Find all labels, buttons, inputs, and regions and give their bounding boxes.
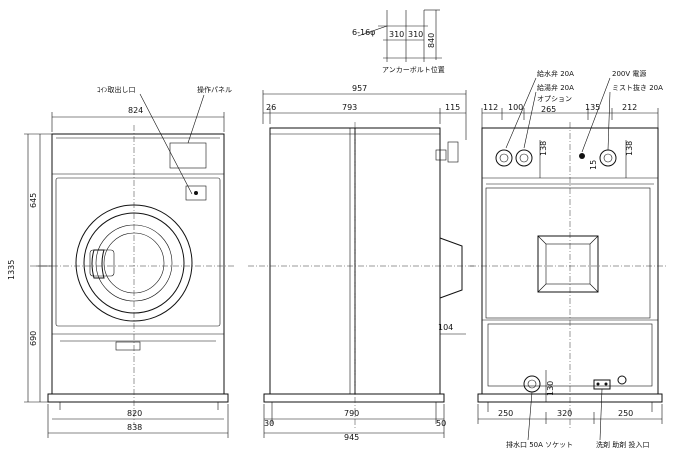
side-view: 957 26 793 115 104 30 790 50 945 — [248, 84, 476, 442]
side-base-right: 50 — [436, 419, 446, 428]
front-height-total: 1335 — [7, 260, 16, 280]
side-depth-total: 957 — [352, 84, 367, 93]
rear-width-135: 135 — [585, 103, 600, 112]
water-supply-label: 給水弁 20A — [537, 69, 574, 78]
anchor-bolt-detail: 6-16φ 310 310 840 アンカーボルト位置 — [352, 9, 445, 74]
front-height-upper: 645 — [29, 193, 38, 208]
rear-width-212: 212 — [622, 103, 637, 112]
side-height-bottom: 104 — [438, 323, 453, 332]
rear-view: 給水弁 20A 給湯弁 20A オプション 200V 電源 ミスト抜き 20A … — [470, 69, 668, 449]
side-base-left: 30 — [264, 419, 274, 428]
anchor-dim-310-left: 310 — [389, 30, 404, 39]
anchor-dim-310-right: 310 — [408, 30, 423, 39]
mist-vent-label: ミスト抜き 20A — [612, 83, 663, 92]
rear-height-130: 130 — [546, 381, 555, 396]
rear-width-112: 112 — [483, 103, 498, 112]
detergent-inlet-label: 洗剤 助剤 投入口 — [596, 440, 649, 449]
front-view: 824 ｺｲﾝ取出し口 操作パネル — [7, 85, 236, 438]
anchor-caption: アンカーボルト位置 — [382, 65, 445, 74]
rear-base-250-right: 250 — [618, 409, 633, 418]
rear-base-320: 320 — [557, 409, 572, 418]
anchor-holes-label: 6-16φ — [352, 28, 375, 37]
front-width-overall: 838 — [127, 423, 142, 432]
side-base-mid: 790 — [344, 409, 359, 418]
coin-outlet-label: ｺｲﾝ取出し口 — [97, 85, 136, 94]
rear-width-265: 265 — [541, 105, 556, 114]
front-height-lower: 690 — [29, 331, 38, 346]
anchor-dim-840: 840 — [427, 33, 436, 48]
side-depth-rear: 115 — [445, 103, 460, 112]
option-label: オプション — [537, 95, 572, 103]
front-width-base: 820 — [127, 409, 142, 418]
side-depth-body: 793 — [342, 103, 357, 112]
hot-water-label: 給湯弁 20A — [537, 83, 574, 92]
rear-height-15: 15 — [589, 160, 598, 170]
rear-width-100: 100 — [508, 103, 523, 112]
side-depth-front: 26 — [266, 103, 276, 112]
rear-height-138-left: 138 — [539, 141, 548, 156]
drain-label: 排水口 50A ソケット — [506, 440, 573, 449]
power-label: 200V 電源 — [612, 69, 646, 78]
front-width-top: 824 — [128, 106, 143, 115]
rear-height-138-right: 138 — [625, 141, 634, 156]
side-base-total: 945 — [344, 433, 359, 442]
rear-base-250-left: 250 — [498, 409, 513, 418]
control-panel-label: 操作パネル — [197, 85, 232, 94]
